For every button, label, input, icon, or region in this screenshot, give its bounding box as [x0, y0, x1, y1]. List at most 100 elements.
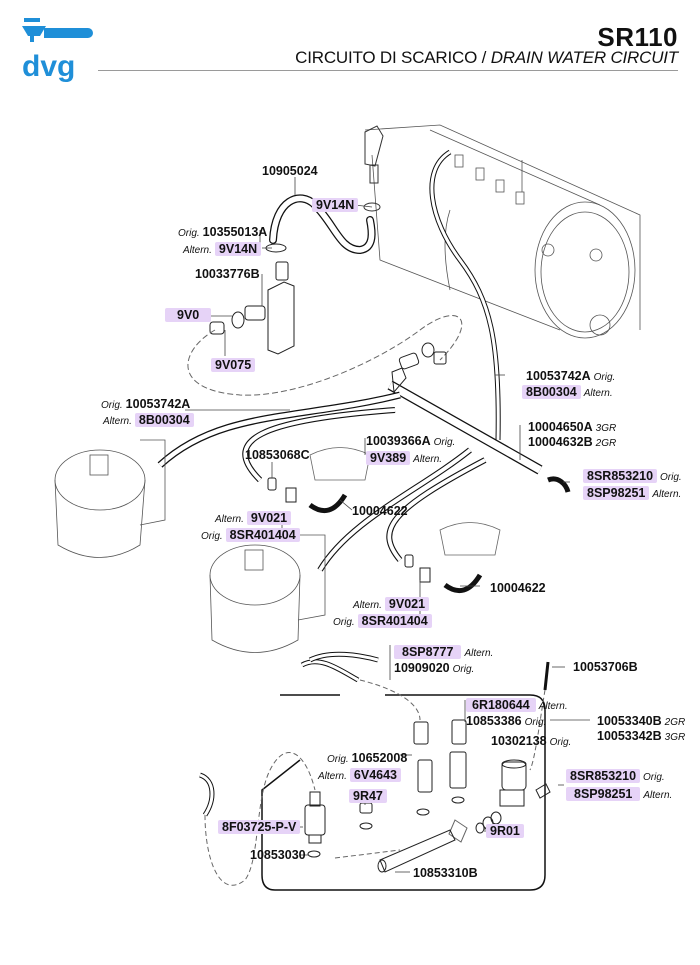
part-number: 10053340B	[597, 714, 662, 728]
brew-group-upper	[54, 439, 166, 558]
solenoid-valve-10302138	[499, 759, 527, 807]
orig-tag: Orig.	[452, 664, 475, 675]
orig-tag: Orig.	[593, 372, 616, 383]
fitting-10652008	[413, 721, 429, 745]
label-9V021-a[interactable]: Altern.9V021	[212, 510, 292, 528]
part-number-alt[interactable]: 8SR853210	[566, 769, 641, 783]
part-number: 10033776B	[195, 267, 260, 281]
orig-tag: Orig.	[201, 531, 223, 542]
label-10053706B: 10053706B	[573, 659, 638, 675]
part-number-alt[interactable]: 8SR853210	[583, 469, 658, 483]
part-number-alt[interactable]: 6V4643	[349, 768, 402, 782]
part-number: 10355013A	[202, 225, 268, 239]
part-number-alt[interactable]: 9V021	[246, 511, 292, 525]
drain-manifold-10004650A	[387, 342, 543, 475]
part-number-alt[interactable]: 9R47	[349, 789, 387, 803]
part-number-alt[interactable]: 9R01	[486, 824, 524, 838]
part-number-alt[interactable]: 8B00304	[134, 413, 194, 427]
pump-8F03725-P-V	[304, 791, 326, 844]
dvg-logo: dvg	[22, 18, 93, 83]
orig-tag: Orig.	[643, 772, 665, 783]
part-number-alt[interactable]: 8SR401404	[357, 614, 432, 628]
label-10004622-a: 10004622	[352, 503, 408, 519]
part-number: 10853310B	[413, 866, 478, 880]
part-number-alt[interactable]: 9V14N	[214, 242, 262, 256]
boiler-drawing	[364, 124, 641, 339]
part-number-alt[interactable]: 9V021	[384, 597, 430, 611]
altern-tag: Altern.	[643, 790, 673, 801]
part-number: 10004622	[352, 504, 408, 518]
part-number-alt[interactable]: 9V389	[366, 451, 411, 465]
part-number: 10053706B	[573, 660, 638, 674]
part-number-alt[interactable]: 8B00304	[522, 385, 581, 399]
part-number-alt[interactable]: 8SP98251	[583, 486, 650, 500]
label-8SR401404-a[interactable]: Orig.8SR401404	[198, 527, 300, 545]
lower-assembly-frame	[261, 694, 546, 891]
logo-spout	[30, 36, 34, 42]
washer-10853030	[307, 850, 321, 858]
logo-text: dvg	[22, 50, 75, 83]
label-9V14N-a[interactable]: 9V14N	[312, 197, 359, 213]
part-number-alt[interactable]: 9V14N	[312, 198, 359, 212]
label-8SR401404-b[interactable]: Orig.8SR401404	[330, 613, 432, 631]
drip-cup-lower	[439, 522, 501, 556]
label-9V14N-b[interactable]: Altern.9V14N	[180, 241, 262, 259]
part-number: 10302138	[491, 734, 547, 748]
label-10853030: 10853030	[250, 847, 306, 863]
part-number-alt[interactable]: 8SP98251	[566, 787, 641, 801]
elbow-8SR853210-top	[547, 476, 571, 493]
orig-tag: Orig.	[660, 472, 682, 483]
label-6V4643[interactable]: Altern.6V4643	[315, 767, 402, 785]
group-note: 3GR	[664, 732, 686, 743]
altern-tag: Altern.	[464, 648, 494, 659]
group-note: 3GR	[595, 423, 617, 434]
part-number-alt[interactable]: 9V075	[211, 358, 256, 372]
group-note: 2GR	[595, 438, 617, 449]
boiler-connector	[589, 314, 611, 336]
fitting-10853068C	[267, 477, 277, 491]
label-9V0[interactable]: 9V0	[165, 307, 212, 323]
part-number-alt[interactable]: 8F03725-P-V	[218, 820, 301, 834]
page-title: CIRCUITO DI SCARICO / DRAIN WATER CIRCUI…	[295, 48, 678, 68]
pipe-10004622-a	[308, 493, 348, 514]
orig-tag: Orig.	[327, 754, 349, 765]
part-number-alt[interactable]: 8SR401404	[225, 528, 300, 542]
altern-tag: Altern.	[538, 701, 568, 712]
part-number: 10004650A	[528, 420, 593, 434]
part-number-alt[interactable]: 9V0	[165, 308, 212, 322]
label-8B00304-left[interactable]: Altern.8B00304	[100, 412, 194, 430]
part-number-alt[interactable]: 6R180644	[466, 698, 536, 712]
altern-tag: Altern.	[215, 514, 244, 525]
label-8F03725-P-V[interactable]: 8F03725-P-V	[218, 819, 301, 835]
part-number: 10053742A	[526, 369, 591, 383]
part-number-alt[interactable]: 8SP8777	[394, 645, 462, 659]
manifold-10853310B	[379, 829, 456, 873]
plug-9R47	[359, 802, 373, 814]
label-9R47[interactable]: 9R47	[349, 788, 387, 804]
part-number: 10909020	[394, 661, 450, 675]
label-10053742A-left: Orig.10053742A	[98, 396, 190, 414]
logo-portafilter-cup	[22, 26, 46, 36]
label-9V021-b[interactable]: Altern.9V021	[350, 596, 430, 614]
label-9R01[interactable]: 9R01	[486, 823, 524, 839]
check-valve-6V4643	[417, 759, 433, 793]
altern-tag: Altern.	[583, 388, 613, 399]
label-9V075[interactable]: 9V075	[211, 357, 256, 373]
altern-tag: Altern.	[652, 489, 682, 500]
label-10033776B: 10033776B	[195, 266, 260, 282]
dashed-path-upper	[187, 315, 463, 396]
